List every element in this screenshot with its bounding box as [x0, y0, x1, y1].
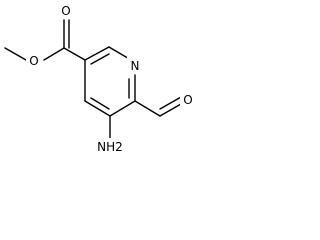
ring-inner-double-1: [90, 53, 110, 65]
ring-nitrogen-label: N: [131, 59, 140, 73]
carbonyl-o-background: [58, 2, 74, 18]
carbonyl-oxygen-label: O: [61, 4, 70, 18]
amino-background: [94, 138, 126, 154]
aldehyde-o-background: [180, 91, 196, 107]
bond-o-carbonyl-c: [43, 47, 65, 61]
ring-bond-c3-c2: [84, 46, 110, 61]
methyl-oxygen-label: O: [29, 54, 38, 68]
bond-methyl-o: [4, 47, 27, 61]
aldehyde-oxygen-label: O: [183, 93, 192, 107]
bond-aldehyde-c-o-1: [159, 103, 182, 117]
bond-aldehyde-c-o-2: [159, 96, 182, 110]
methyl-o-background: [26, 52, 42, 68]
bond-ring-aldehyde-c: [134, 100, 161, 117]
ring-inner-double-3: [90, 97, 110, 110]
ring-bond-c5-c4: [84, 100, 111, 117]
chemical-structure: O O N O NH2: [4, 2, 196, 154]
amino-group-label: NH2: [97, 140, 123, 154]
ring-bond-c6-c5: [109, 100, 136, 117]
ring-n-background: [127, 57, 143, 73]
bond-carbonyl-ring: [63, 47, 86, 61]
